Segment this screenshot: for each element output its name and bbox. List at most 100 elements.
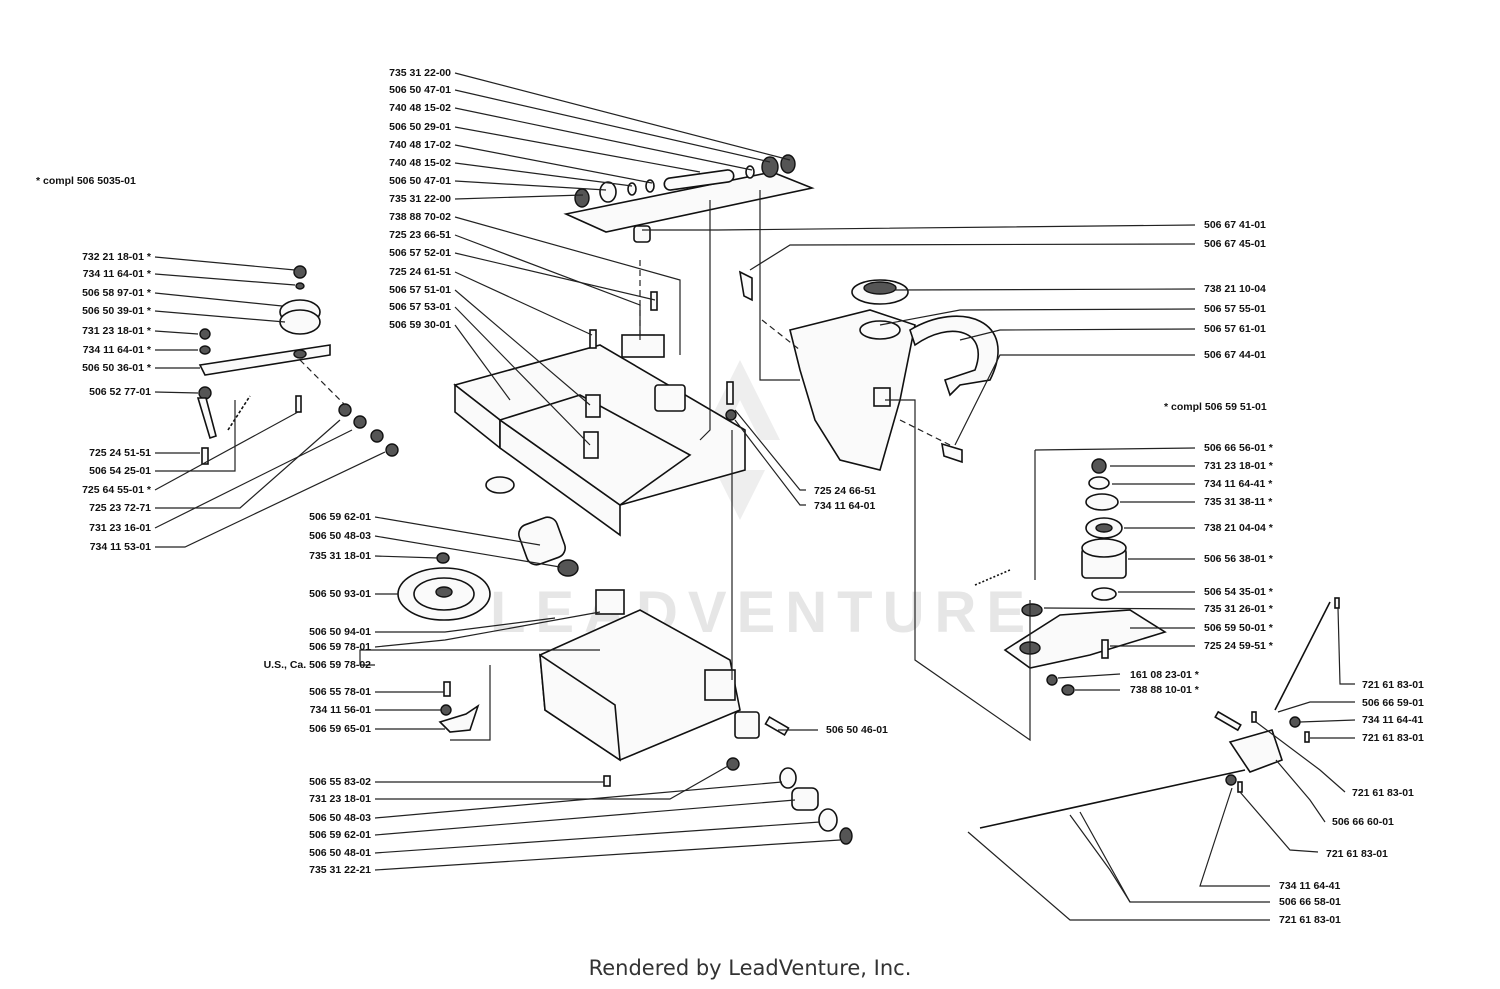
clutch-assembly	[974, 458, 1167, 696]
callout-label: 506 59 50-01 *	[1204, 622, 1274, 634]
callout-label: 725 24 59-51 *	[1204, 640, 1274, 652]
callout-label: 506 67 41-01	[1204, 219, 1266, 231]
callout-label: 506 50 94-01	[309, 626, 371, 638]
callout-label: 506 50 93-01	[309, 588, 371, 600]
callout-label: 721 61 83-01	[1362, 732, 1424, 744]
callout-label: 731 23 18-01	[309, 793, 371, 805]
callout-label: 506 59 65-01	[309, 723, 371, 735]
callout-label: 735 31 22-00	[389, 193, 451, 205]
callout-label: 731 23 16-01	[89, 522, 151, 534]
callout-label: 734 11 64-01 *	[83, 344, 152, 356]
bolt-part	[650, 291, 658, 311]
callout-label: 506 66 56-01 *	[1204, 442, 1274, 454]
callout-label: 506 59 62-01	[309, 829, 371, 841]
callout-label: 732 21 18-01 *	[82, 251, 152, 263]
callout-labels: 735 31 22-00 506 50 47-01 740 48 15-02 506 …	[82, 67, 1424, 926]
callout-label: 734 11 56-01	[310, 704, 371, 716]
parts-drawing	[196, 154, 1340, 845]
callout-label: 506 66 59-01	[1362, 697, 1424, 709]
callout-label: 506 52 77-01	[89, 386, 151, 398]
control-rods	[979, 597, 1340, 829]
callout-label: 506 59 78-01	[309, 641, 371, 653]
callout-label: 506 58 97-01 *	[82, 287, 152, 299]
callout-label: 725 24 51-51	[89, 447, 151, 459]
callout-label: 506 55 78-01	[309, 686, 371, 698]
nut-part	[725, 409, 737, 421]
callout-label: 725 24 61-51	[389, 266, 451, 278]
callout-label: 735 31 22-21	[309, 864, 371, 876]
callout-label: 725 64 55-01 *	[82, 484, 152, 496]
callout-label: 725 23 66-51	[389, 229, 451, 241]
callout-label: 738 21 04-04 *	[1204, 522, 1274, 534]
callout-label: 738 21 10-04	[1204, 283, 1266, 295]
callout-label: 506 50 39-01 *	[82, 305, 152, 317]
callout-label: 506 55 83-02	[309, 776, 371, 788]
callout-label: 506 57 61-01	[1204, 323, 1266, 335]
spring-clip-part	[738, 270, 753, 302]
callout-label: 506 57 55-01	[1204, 303, 1266, 315]
callout-label: 506 50 48-01	[309, 847, 371, 859]
callout-label: 506 50 48-03	[309, 812, 371, 824]
callout-label: 506 67 44-01	[1204, 349, 1266, 361]
callout-label: 740 48 17-02	[389, 139, 451, 151]
callout-label: 725 23 72-71	[89, 502, 151, 514]
callout-label: 740 48 15-02	[389, 102, 451, 114]
clip-part	[633, 225, 651, 243]
callout-label: 731 23 18-01 *	[1204, 460, 1274, 472]
callout-label: 506 50 47-01	[389, 84, 451, 96]
callout-label: 734 11 64-41	[1279, 880, 1340, 892]
callout-label: 734 11 64-41 *	[1204, 478, 1273, 490]
main-frame	[453, 344, 746, 537]
callout-label: 731 23 18-01 *	[82, 325, 152, 337]
callout-label: 161 08 23-01 *	[1130, 669, 1200, 681]
bracket-part	[621, 334, 665, 358]
callout-label: 721 61 83-01	[1352, 787, 1414, 799]
callout-label: 506 66 60-01	[1332, 816, 1394, 828]
bolt-part	[589, 329, 597, 349]
watermark-logo-icon	[700, 360, 780, 520]
callout-label: 721 61 83-01	[1326, 848, 1388, 860]
shaft-assembly	[563, 154, 815, 233]
callout-label: 734 11 64-01 *	[83, 268, 152, 280]
callout-label: 738 88 70-02	[389, 211, 451, 223]
kit-note-right: * compl 506 59 51-01	[1164, 401, 1267, 413]
callout-label: 506 66 58-01	[1279, 896, 1341, 908]
callout-label: 506 50 47-01	[389, 175, 451, 187]
callout-label: 506 50 36-01 *	[82, 362, 152, 374]
callout-label: 734 11 53-01	[90, 541, 151, 553]
leader-lines	[154, 72, 1356, 921]
callout-label: 506 50 29-01	[389, 121, 451, 133]
callout-label: 721 61 83-01	[1279, 914, 1341, 926]
seat-support	[789, 279, 999, 471]
callout-label: 506 50 48-03	[309, 530, 371, 542]
footer-credit: Rendered by LeadVenture, Inc.	[588, 956, 912, 980]
idler-arm-assembly	[196, 265, 399, 465]
callout-label: 738 88 10-01 *	[1130, 684, 1200, 696]
callout-label: 506 57 53-01	[389, 301, 451, 313]
callout-label: 506 56 38-01 *	[1204, 553, 1274, 565]
watermark: LEADVENTURE	[490, 360, 1035, 645]
callout-label: U.S., Ca. 506 59 78-02	[264, 659, 372, 671]
callout-label: 506 59 62-01	[309, 511, 371, 523]
callout-label: 740 48 15-02	[389, 157, 451, 169]
callout-label: 735 31 18-01	[309, 550, 371, 562]
watermark-text: LEADVENTURE	[490, 580, 1035, 645]
bolt-part	[726, 381, 734, 405]
kit-note-left: * compl 506 5035-01	[36, 175, 136, 187]
callout-label: 725 24 66-51	[814, 485, 876, 497]
callout-label: 735 31 22-00	[389, 67, 451, 79]
callout-label: 734 11 64-01	[814, 500, 875, 512]
callout-label: 506 67 45-01	[1204, 238, 1266, 250]
callout-label: 506 59 30-01	[389, 319, 451, 331]
callout-label: 506 54 35-01 *	[1204, 586, 1274, 598]
callout-label: 721 61 83-01	[1362, 679, 1424, 691]
callout-label: 506 57 52-01	[389, 247, 451, 259]
callout-label: 735 31 38-11 *	[1204, 496, 1273, 508]
callout-label: 506 57 51-01	[389, 284, 451, 296]
transmission	[397, 516, 853, 845]
callout-label: 735 31 26-01 *	[1204, 603, 1274, 615]
callout-label: 506 54 25-01	[89, 465, 151, 477]
callout-label: 506 50 46-01	[826, 724, 888, 736]
callout-label: 734 11 64-41	[1362, 714, 1423, 726]
